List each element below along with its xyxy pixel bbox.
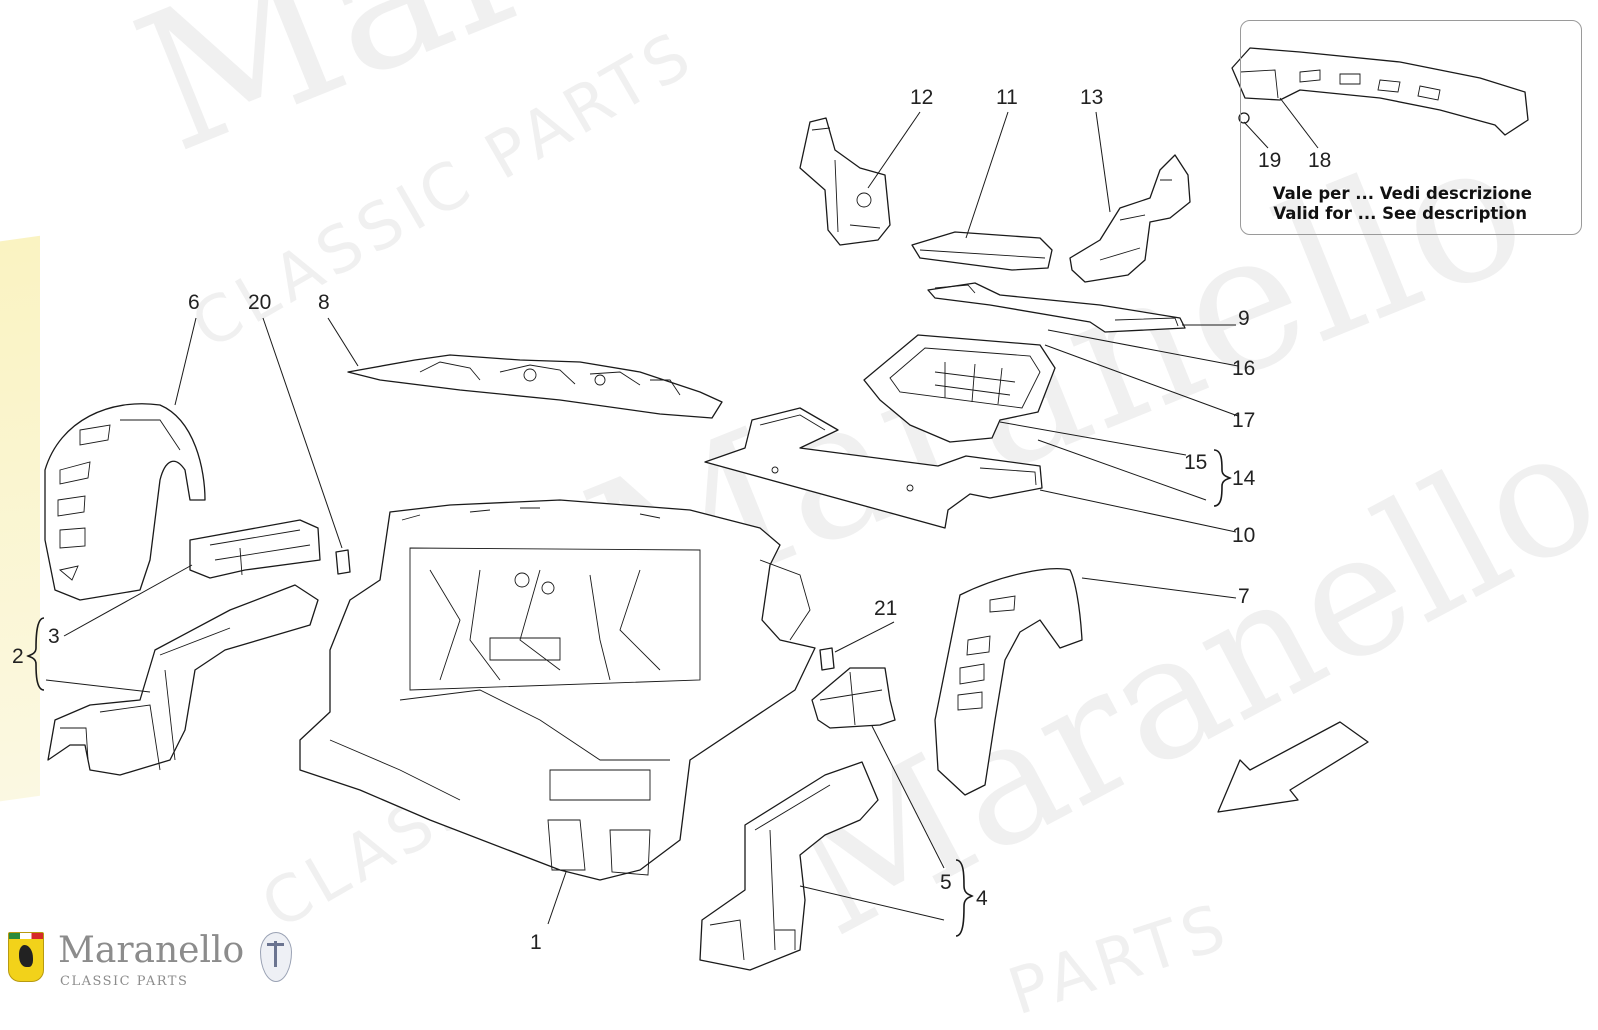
part-15-spare-wheel-tub: [863, 334, 1056, 443]
part-7-right-wheelhouse: [934, 568, 1083, 796]
part-4-right-side-member: [699, 761, 879, 971]
callout-4: 4: [976, 887, 988, 910]
part-5-right-rail-upper: [811, 667, 896, 729]
brace-14-15: [1213, 449, 1232, 507]
part-12-left-bracket: [799, 117, 891, 246]
callout-2: 2: [12, 645, 24, 668]
part-1-rear-body-shell: [299, 499, 816, 881]
callout-14: 14: [1232, 467, 1256, 490]
part-21-small-bracket: [819, 647, 835, 671]
callout-17: 17: [1232, 409, 1256, 432]
callout-5: 5: [940, 871, 952, 894]
inset-note-italian: Vale per ... Vedi descrizione: [1272, 184, 1532, 203]
callout-8: 8: [318, 291, 330, 314]
callout-21: 21: [874, 597, 898, 620]
callout-10: 10: [1232, 524, 1256, 547]
callout-9: 9: [1238, 307, 1250, 330]
callout-15: 15: [1184, 451, 1208, 474]
callout-16: 16: [1232, 357, 1256, 380]
part-8-parcel-shelf: [347, 354, 723, 419]
part-13-right-bracket: [1069, 154, 1191, 283]
part-10-floor-panel: [704, 407, 1043, 529]
callout-11: 11: [996, 86, 1018, 109]
leader-lines: [45, 97, 1319, 925]
part-20-small-bracket: [335, 549, 351, 575]
part-2-left-side-member: [47, 584, 319, 776]
callout-18: 18: [1308, 149, 1332, 172]
inset-variant-box: [1240, 20, 1582, 235]
logo: Maranello CLASSIC PARTS: [8, 930, 308, 1000]
callout-1: 1: [530, 931, 542, 954]
callout-12: 12: [910, 86, 934, 109]
callout-13: 13: [1080, 86, 1104, 109]
brace-4-5: [955, 859, 974, 937]
part-11-cross-member: [911, 231, 1053, 271]
callout-7: 7: [1238, 585, 1250, 608]
part-9-closing-panel: [927, 282, 1186, 333]
callout-6: 6: [188, 291, 200, 314]
prancing-horse-shield-icon: [8, 932, 44, 982]
trident-emblem-icon: [260, 932, 292, 982]
callout-19: 19: [1258, 149, 1282, 172]
brace-2-3: [26, 617, 45, 691]
part-18-bumper-beam-inset: [1231, 47, 1529, 136]
logo-name: Maranello: [58, 930, 245, 971]
logo-tagline: CLASSIC PARTS: [60, 974, 189, 989]
inset-note-english: Valid for ... See description: [1273, 204, 1527, 223]
part-6-left-wheelhouse: [44, 403, 206, 601]
callout-3: 3: [48, 625, 60, 648]
part-3-left-rail-upper: [189, 519, 321, 579]
callout-20: 20: [248, 291, 272, 314]
direction-arrow: [1217, 721, 1369, 813]
